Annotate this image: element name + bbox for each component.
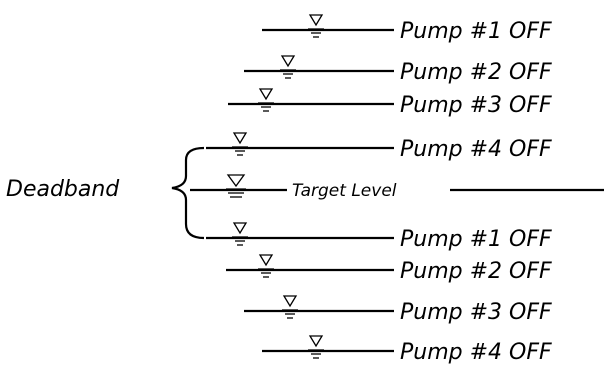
water-level-icon bbox=[280, 55, 296, 79]
pump-label: Pump #2 OFF bbox=[400, 60, 552, 85]
pump-label: Pump #3 OFF bbox=[400, 300, 552, 325]
water-level-icon bbox=[226, 174, 246, 198]
lower-level-4: Pump #4 OFF bbox=[262, 335, 552, 365]
target-level: Target Level bbox=[190, 174, 604, 201]
pump-label: Pump #1 OFF bbox=[400, 227, 552, 252]
pump-label: Pump #4 OFF bbox=[400, 340, 552, 365]
upper-level-4: Pump #4 OFF bbox=[206, 132, 552, 162]
water-level-icon bbox=[232, 132, 248, 156]
lower-level-2: Pump #2 OFF bbox=[226, 254, 552, 284]
water-level-icon bbox=[258, 88, 274, 112]
water-level-icon bbox=[258, 254, 274, 278]
pump-label: Pump #4 OFF bbox=[400, 137, 552, 162]
water-level-icon bbox=[308, 14, 324, 38]
lower-level-3: Pump #3 OFF bbox=[244, 295, 552, 325]
water-level-icon bbox=[232, 222, 248, 246]
pump-label: Pump #2 OFF bbox=[400, 259, 552, 284]
upper-level-1: Pump #1 OFF bbox=[262, 14, 552, 44]
target-level-label: Target Level bbox=[292, 181, 397, 201]
pump-label: Pump #3 OFF bbox=[400, 93, 552, 118]
water-level-icon bbox=[282, 295, 298, 319]
deadband-label: Deadband bbox=[6, 177, 120, 202]
upper-level-2: Pump #2 OFF bbox=[244, 55, 552, 85]
pump-label: Pump #1 OFF bbox=[400, 19, 552, 44]
water-level-icon bbox=[308, 335, 324, 359]
upper-level-3: Pump #3 OFF bbox=[228, 88, 552, 118]
lower-level-1: Pump #1 OFF bbox=[206, 222, 552, 252]
deadband-brace bbox=[171, 146, 205, 240]
